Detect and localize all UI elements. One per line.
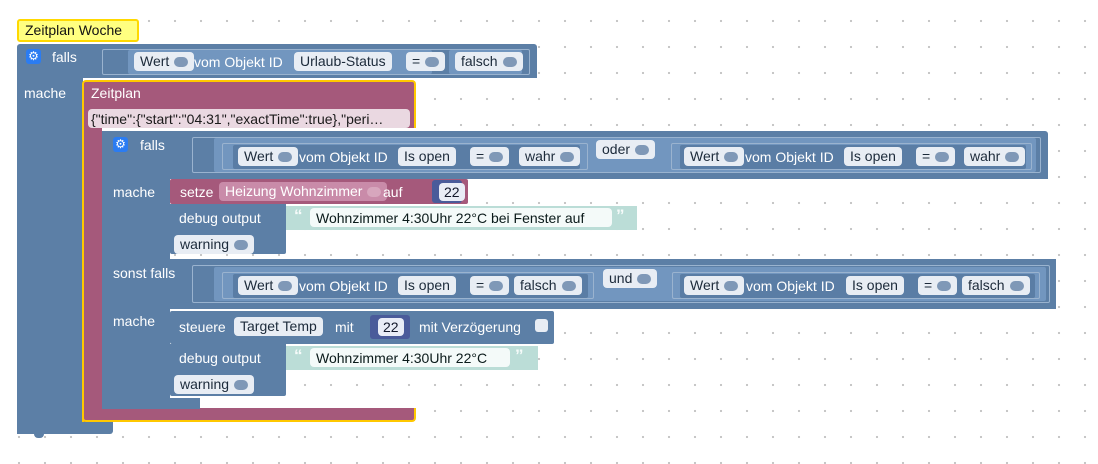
inner-if-bottom (102, 398, 200, 409)
gear-icon[interactable]: ⚙ (113, 137, 128, 152)
gear-icon[interactable]: ⚙ (26, 49, 41, 64)
logic-operator-dropdown[interactable]: und (603, 269, 658, 288)
object-id-field[interactable]: Urlaub-Status (294, 52, 392, 71)
schedule-spine (82, 126, 102, 422)
number-value[interactable]: 22 (378, 318, 404, 336)
compare-value-dropdown[interactable]: falsch (514, 276, 582, 295)
inner-if-label: falls (140, 137, 165, 153)
operator-dropdown[interactable]: = (916, 147, 956, 166)
logic-operator-dropdown[interactable]: oder (596, 140, 656, 159)
open-quote-icon: “ (294, 206, 303, 225)
open-quote-icon: “ (294, 346, 303, 365)
object-id-field[interactable]: Is open (398, 276, 456, 295)
value-dropdown[interactable]: Wert (684, 147, 745, 166)
outer-do-label: mache (24, 85, 67, 101)
with-label: mit (335, 319, 354, 335)
object-id-field[interactable]: Is open (844, 147, 902, 166)
cron-field[interactable] (88, 109, 410, 128)
outer-if-bottom (17, 422, 113, 434)
compare-value-dropdown[interactable]: wahr (964, 147, 1026, 166)
schedule-bottom (82, 408, 416, 422)
set-to-label: auf (383, 184, 403, 200)
value-dropdown[interactable]: Wert (134, 52, 195, 71)
value-dropdown[interactable]: Wert (684, 276, 745, 295)
text-field[interactable] (310, 348, 510, 367)
close-quote-icon: ” (616, 206, 625, 225)
compare-value-dropdown[interactable]: wahr (519, 147, 581, 166)
log-level-dropdown[interactable]: warning (174, 235, 255, 254)
object-id-field[interactable]: Is open (846, 276, 904, 295)
text-value: Wohnzimmer 4:30Uhr 22°C bei Fenster auf (316, 210, 585, 226)
condition1-socket (192, 137, 1041, 173)
elseif-label: sonst falls (113, 265, 176, 281)
outer-if-spine (17, 76, 83, 434)
inner-do2-label: mache (113, 313, 156, 329)
text-value: Wohnzimmer 4:30Uhr 22°C (316, 350, 488, 366)
trigger-label: Zeitplan Woche (25, 22, 123, 38)
outer-condition-socket (102, 49, 530, 75)
text-field[interactable] (310, 208, 612, 227)
compare-value-dropdown[interactable]: falsch (455, 52, 523, 71)
operator-dropdown[interactable]: = (406, 52, 446, 71)
compare-value-dropdown[interactable]: falsch (962, 276, 1030, 295)
operator-dropdown[interactable]: = (470, 147, 510, 166)
operator-dropdown[interactable]: = (470, 276, 510, 295)
outer-if-nub (34, 432, 44, 438)
inner-do-label: mache (113, 184, 156, 200)
left-comparison-socket (222, 143, 588, 170)
log-level-dropdown[interactable]: warning (174, 375, 255, 394)
delay-checkbox[interactable] (535, 319, 548, 332)
object-id-field[interactable]: Is open (398, 147, 456, 166)
set-label: setze (180, 184, 214, 200)
operator-dropdown[interactable]: = (918, 276, 958, 295)
object-id-text: vom Objekt ID (299, 149, 388, 165)
control-target-field[interactable]: Target Temp (234, 317, 323, 336)
object-id-text: vom Objekt ID (194, 54, 283, 70)
cron-text: {"time":{"start":"04:31","exactTime":tru… (91, 111, 384, 127)
object-id-text: vom Objekt ID (299, 278, 388, 294)
variable-dropdown[interactable]: Heizung Wohnzimmer (219, 182, 388, 201)
value-dropdown[interactable]: Wert (238, 147, 299, 166)
close-quote-icon: ” (515, 346, 524, 365)
value-dropdown[interactable]: Wert (238, 276, 299, 295)
left-comparison-socket (222, 272, 594, 299)
control-label: steuere (179, 319, 226, 335)
condition2-socket (192, 265, 1050, 303)
object-id-text: vom Objekt ID (745, 149, 834, 165)
trigger-block[interactable] (17, 19, 139, 42)
debug-label: debug output (179, 350, 261, 366)
delay-label: mit Verzögerung (419, 319, 521, 335)
object-id-text: vom Objekt ID (746, 278, 835, 294)
debug-label: debug output (179, 210, 261, 226)
schedule-label: Zeitplan (91, 85, 141, 101)
number-value[interactable]: 22 (439, 183, 465, 201)
right-comparison-socket (671, 143, 1032, 170)
outer-if-label: falls (52, 49, 77, 65)
inner-if-spine (102, 131, 170, 409)
right-comparison-socket (672, 272, 1040, 299)
